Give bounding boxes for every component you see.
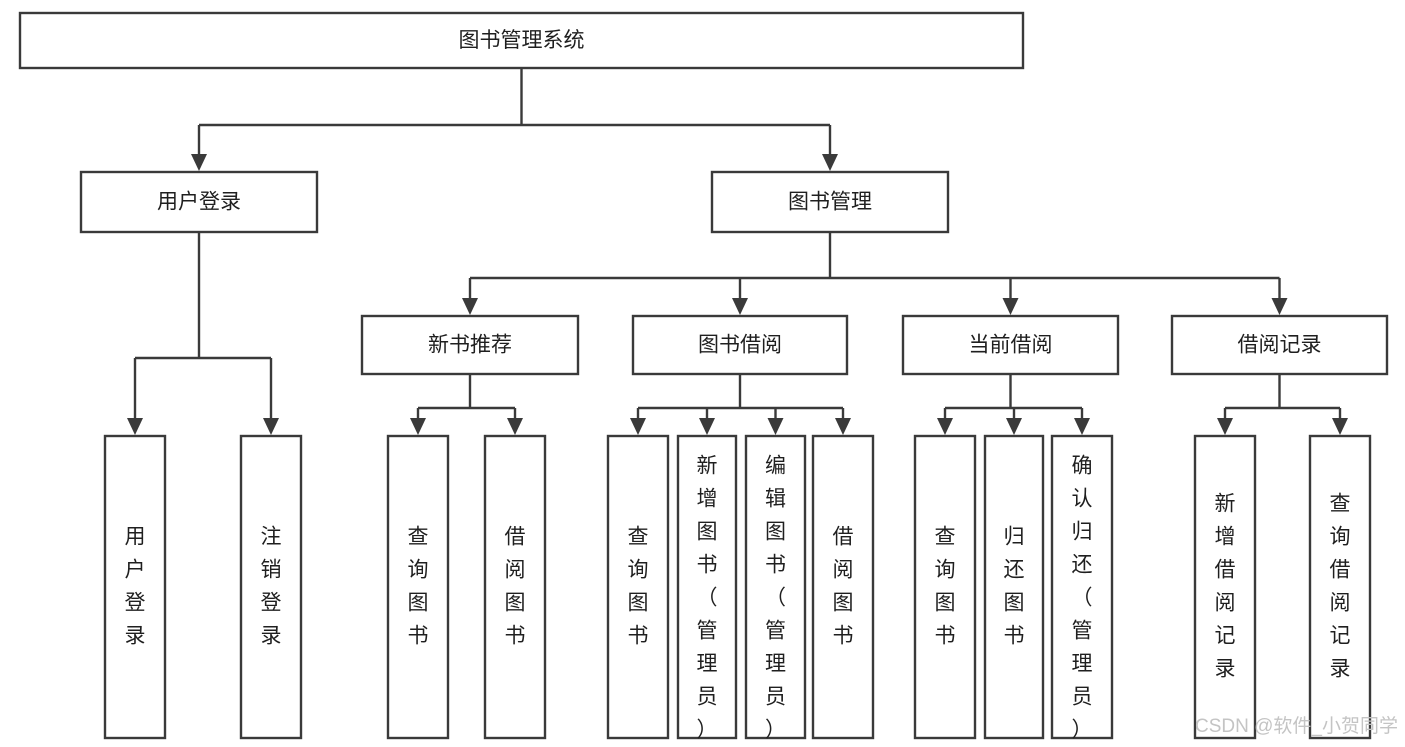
node-box-borrow-record <box>1170 314 1389 376</box>
node-box-leaf-add-book <box>676 434 738 740</box>
node-current-borrow[interactable]: 当前借阅 <box>901 314 1120 376</box>
node-box-book-borrow <box>631 314 849 376</box>
node-label-leaf-logout: 注销登录 <box>261 525 282 647</box>
edge-group-new-book-rec <box>410 374 523 435</box>
arrow-head-icon <box>462 298 478 315</box>
node-label-borrow-record: 借阅记录 <box>1238 334 1322 357</box>
node-box-new-book-rec <box>360 314 580 376</box>
node-user-login[interactable]: 用户登录 <box>79 170 319 234</box>
node-box-book-manage <box>710 170 950 234</box>
arrow-head-icon <box>732 298 748 315</box>
edge-group-current-borrow <box>937 374 1090 435</box>
node-box-leaf-query-book-2 <box>606 434 670 740</box>
arrow-head-icon <box>507 418 523 435</box>
arrow-head-icon <box>1002 298 1019 315</box>
node-book-borrow[interactable]: 图书借阅 <box>631 314 849 376</box>
node-box-leaf-edit-book <box>744 434 807 740</box>
edge-group-user-login <box>127 232 279 435</box>
node-leaf-query-book-2[interactable]: 查询图书 <box>606 434 670 740</box>
arrow-head-icon <box>1271 298 1288 315</box>
node-box-root <box>18 11 1025 70</box>
arrow-head-icon <box>1217 418 1233 435</box>
node-book-manage[interactable]: 图书管理 <box>710 170 950 234</box>
node-label-book-manage: 图书管理 <box>788 191 872 214</box>
arrow-head-icon <box>822 154 838 171</box>
node-borrow-record[interactable]: 借阅记录 <box>1170 314 1389 376</box>
node-box-leaf-add-record <box>1193 434 1257 740</box>
arrow-head-icon <box>699 418 715 435</box>
node-leaf-user-login[interactable]: 用户登录 <box>103 434 167 740</box>
node-label-leaf-return-book: 归还图书 <box>1004 525 1025 647</box>
edge-group-borrow-record <box>1217 374 1348 435</box>
edge-group-root <box>191 68 838 171</box>
node-label-leaf-borrow-book-1: 借阅图书 <box>505 525 526 647</box>
node-label-leaf-query-book-1: 查询图书 <box>408 525 429 647</box>
node-leaf-confirm-return[interactable]: 确认归还（管理员） <box>1050 434 1114 741</box>
node-box-current-borrow <box>901 314 1120 376</box>
node-box-leaf-logout <box>239 434 303 740</box>
arrow-head-icon <box>835 418 851 435</box>
node-label-current-borrow: 当前借阅 <box>969 334 1053 357</box>
node-box-leaf-query-record <box>1308 434 1372 740</box>
node-label-new-book-rec: 新书推荐 <box>428 334 512 357</box>
node-new-book-rec[interactable]: 新书推荐 <box>360 314 580 376</box>
node-label-leaf-add-book: 新增图书（管理员） <box>697 454 718 741</box>
arrow-head-icon <box>191 154 207 171</box>
arrow-head-icon <box>127 418 143 435</box>
node-leaf-borrow-book-2[interactable]: 借阅图书 <box>811 434 875 740</box>
node-leaf-query-record[interactable]: 查询借阅记录 <box>1308 434 1372 740</box>
edge-group-book-borrow <box>630 374 851 435</box>
arrow-head-icon <box>630 418 646 435</box>
node-leaf-borrow-book-1[interactable]: 借阅图书 <box>483 434 547 740</box>
arrow-head-icon <box>937 418 953 435</box>
node-leaf-query-book-1[interactable]: 查询图书 <box>386 434 450 740</box>
node-box-leaf-borrow-book-2 <box>811 434 875 740</box>
node-label-leaf-confirm-return: 确认归还（管理员） <box>1072 454 1093 741</box>
node-label-book-borrow: 图书借阅 <box>698 334 782 357</box>
node-label-leaf-edit-book: 编辑图书（管理员） <box>765 454 786 741</box>
watermark-layer: CSDN @软件_小贺同学 <box>1195 715 1398 737</box>
node-root[interactable]: 图书管理系统 <box>18 11 1025 70</box>
node-leaf-query-book-3[interactable]: 查询图书 <box>913 434 977 740</box>
node-box-leaf-query-book-3 <box>913 434 977 740</box>
node-label-leaf-user-login: 用户登录 <box>125 525 146 647</box>
node-layer: 图书管理系统用户登录图书管理新书推荐图书借阅当前借阅借阅记录用户登录注销登录查询… <box>18 11 1389 741</box>
arrow-head-icon <box>263 418 279 435</box>
node-leaf-logout[interactable]: 注销登录 <box>239 434 303 740</box>
arrow-head-icon <box>1332 418 1348 435</box>
node-leaf-edit-book[interactable]: 编辑图书（管理员） <box>744 434 807 741</box>
node-label-leaf-query-book-2: 查询图书 <box>628 525 649 647</box>
node-label-leaf-query-record: 查询借阅记录 <box>1330 492 1351 680</box>
connector-layer <box>127 68 1348 435</box>
node-box-leaf-user-login <box>103 434 167 740</box>
node-label-root: 图书管理系统 <box>459 29 585 52</box>
arrow-head-icon <box>1074 418 1090 435</box>
node-leaf-add-book[interactable]: 新增图书（管理员） <box>676 434 738 741</box>
node-box-leaf-borrow-book-1 <box>483 434 547 740</box>
node-label-leaf-borrow-book-2: 借阅图书 <box>833 525 854 647</box>
arrow-head-icon <box>1006 418 1022 435</box>
arrow-head-icon <box>410 418 426 435</box>
edge-group-book-manage <box>462 232 1288 315</box>
node-label-user-login: 用户登录 <box>157 191 241 214</box>
csdn-watermark: CSDN @软件_小贺同学 <box>1195 715 1398 737</box>
node-leaf-return-book[interactable]: 归还图书 <box>983 434 1045 740</box>
node-box-leaf-query-book-1 <box>386 434 450 740</box>
node-label-leaf-add-record: 新增借阅记录 <box>1215 492 1236 680</box>
node-box-leaf-confirm-return <box>1050 434 1114 740</box>
node-leaf-add-record[interactable]: 新增借阅记录 <box>1193 434 1257 740</box>
node-box-leaf-return-book <box>983 434 1045 740</box>
node-label-leaf-query-book-3: 查询图书 <box>935 525 956 647</box>
node-box-user-login <box>79 170 319 234</box>
arrow-head-icon <box>767 418 784 435</box>
